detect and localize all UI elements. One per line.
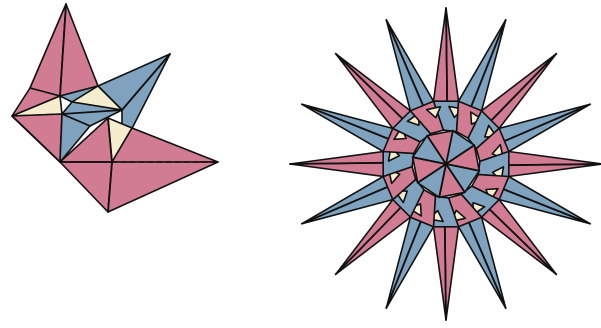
pink-facet <box>12 114 62 162</box>
pink-facet <box>60 162 112 212</box>
completed-star-figure <box>290 8 601 320</box>
partial-assembly-figure <box>12 4 218 212</box>
pink-facet <box>108 162 218 212</box>
